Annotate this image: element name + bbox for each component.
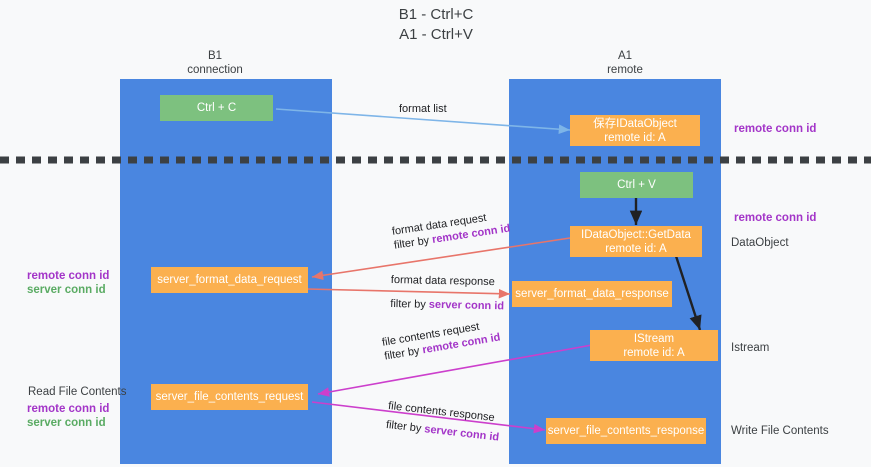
filter-key-server-conn-id: server conn id <box>428 298 505 313</box>
filter-prefix: filter by <box>385 418 426 436</box>
edge-label-file-contents-response: file contents response filter by server … <box>385 399 502 445</box>
right-label-write-file-contents: Write File Contents <box>731 425 829 437</box>
node-save-idataobject[interactable]: 保存IDataObject remote id: A <box>570 115 700 146</box>
edge-label-format-data-request: format data request filter by remote con… <box>391 208 511 253</box>
column-header-a1: A1 remote <box>607 50 643 76</box>
left-label-remote-conn-id-bottom: remote conn id <box>27 403 110 415</box>
left-label-read-file-contents: Read File Contents <box>28 386 127 398</box>
node-server-file-contents-request[interactable]: server_file_contents_request <box>151 384 308 410</box>
left-label-server-conn-id-mid: server conn id <box>27 284 106 296</box>
right-label-istream: Istream <box>731 342 770 354</box>
node-idataobject-getdata[interactable]: IDataObject::GetData remote id: A <box>570 226 702 257</box>
edge-label-format-list: format list <box>399 103 447 115</box>
node-server-file-contents-response[interactable]: server_file_contents_response <box>546 418 706 444</box>
node-ctrl-c[interactable]: Ctrl + C <box>160 95 273 121</box>
edge-label-format-data-response-filter: filter by server conn id <box>390 297 504 313</box>
node-server-format-data-request[interactable]: server_format_data_request <box>151 267 308 293</box>
edge-label-file-contents-request: file contents request filter by remote c… <box>381 317 501 364</box>
filter-prefix: filter by <box>390 297 429 311</box>
node-istream[interactable]: IStream remote id: A <box>590 330 718 361</box>
page-title: B1 - Ctrl+C A1 - Ctrl+V <box>398 6 474 43</box>
right-label-dataobject: DataObject <box>731 237 789 249</box>
filter-key-server-conn-id: server conn id <box>423 423 500 444</box>
node-ctrl-v[interactable]: Ctrl + V <box>580 172 693 198</box>
edge-label-format-data-response-text: format data response <box>390 273 495 289</box>
right-label-remote-conn-id-top: remote conn id <box>734 123 817 135</box>
left-label-remote-conn-id-mid: remote conn id <box>27 270 110 282</box>
right-label-remote-conn-id-mid: remote conn id <box>734 212 817 224</box>
node-server-format-data-response[interactable]: server_format_data_response <box>512 281 672 307</box>
column-header-b1: B1 connection <box>187 50 243 76</box>
edge-label-format-data-response: format data response filter by server co… <box>390 273 504 313</box>
left-label-server-conn-id-bottom: server conn id <box>27 417 106 429</box>
